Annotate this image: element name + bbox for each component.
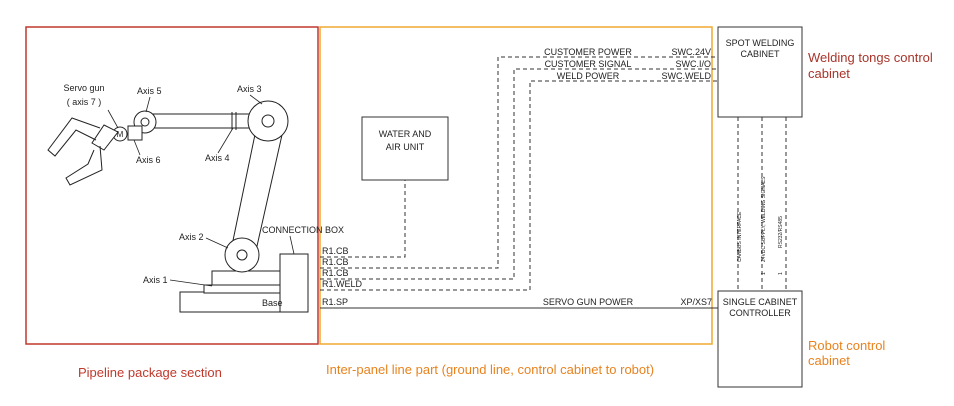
servo-gun-label-line1: Servo gun (63, 83, 104, 93)
cable-customer-signal-port: SWC.I/O (676, 59, 712, 69)
port-r1-cb-2: R1.CB (322, 257, 349, 267)
dashed-cable-routes (320, 56, 718, 291)
port-r1-cb-1: R1.CB (322, 246, 349, 256)
cable-customer-signal-label: CUSTOMER SIGNAL (545, 59, 632, 69)
interpanel-section-border (319, 26, 713, 345)
vertical-cables (737, 117, 787, 291)
spot-welding-cabinet-line2: CABINET (740, 49, 780, 59)
water-air-unit-box (361, 116, 449, 181)
vertical-cable-rs232: RS232/RS485 (778, 216, 784, 248)
axis4-label: Axis 4 (205, 153, 230, 163)
robot-arm (47, 100, 309, 313)
vertical-cable-24vdc: 24VDC SUPPLY, WELDING SIGNALS (761, 176, 767, 262)
connection-box-label: CONNECTION BOX (262, 225, 344, 235)
controller-box (717, 290, 803, 388)
cable-customer-power-port: SWC.24V (671, 47, 711, 57)
spot-welding-cabinet-line1: SPOT WELDING (726, 38, 795, 48)
vertical-cable-1a: 1 (761, 272, 767, 275)
axis1-label: Axis 1 (143, 275, 168, 285)
vertical-cable-canbus: CANBUS INTERFACE (737, 211, 743, 262)
port-r1-cb-3: R1.CB (322, 268, 349, 278)
pipeline-section-border (25, 26, 319, 345)
base-label: Base (262, 298, 283, 308)
axis3-label: Axis 3 (237, 84, 262, 94)
axis2-label: Axis 2 (179, 232, 204, 242)
cable-weld-power-port: SWC.WELD (662, 71, 712, 81)
servo-gun-label-line2: ( axis 7 ) (67, 97, 102, 107)
welding-cabinet-label-line2: cabinet (808, 66, 850, 81)
axis6-label: Axis 6 (136, 155, 161, 165)
cable-weld-power-label: WELD POWER (557, 71, 620, 81)
port-r1-weld: R1.WELD (322, 279, 363, 289)
water-air-unit-line2: AIR UNIT (386, 142, 425, 152)
interpanel-section-label: Inter-panel line part (ground line, cont… (326, 362, 654, 377)
axis5-label: Axis 5 (137, 86, 162, 96)
pipeline-section-label: Pipeline package section (78, 365, 222, 380)
robot-cabinet-label-line1: Robot control (808, 338, 885, 353)
robot-cabinet-label-line2: cabinet (808, 353, 850, 368)
cable-servo-gun-power-label: SERVO GUN POWER (543, 297, 634, 307)
welding-cabinet-label-line1: Welding tongs control (808, 50, 933, 65)
controller-line1: SINGLE CABINET (723, 297, 798, 307)
vertical-cable-1b: 1 (778, 272, 784, 275)
motor-label: M (117, 130, 124, 139)
spot-welding-cabinet-box (717, 26, 803, 118)
water-air-unit-line1: WATER AND (379, 129, 432, 139)
cable-customer-power-label: CUSTOMER POWER (544, 47, 632, 57)
leader-lines (107, 94, 295, 287)
controller-line2: CONTROLLER (729, 308, 791, 318)
cable-servo-gun-power-port: XP/XS7 (680, 297, 712, 307)
port-r1-sp: R1.SP (322, 297, 348, 307)
